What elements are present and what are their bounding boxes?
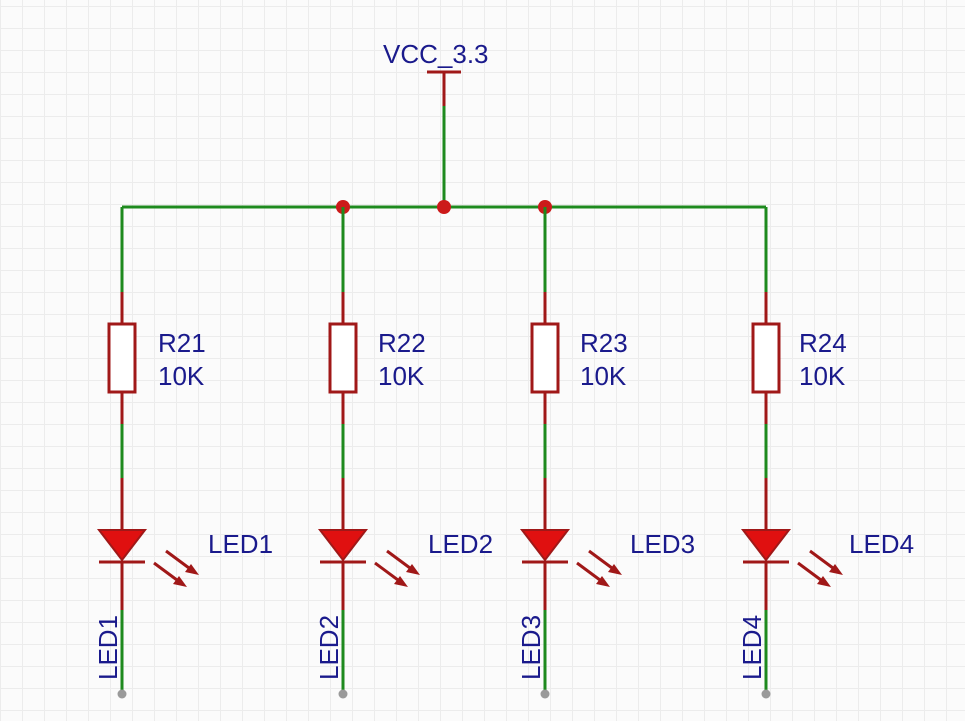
- net-endpoint: [338, 689, 348, 699]
- net-label: LED4: [737, 615, 767, 680]
- channel-3: R23 10K LED3 LED3: [516, 207, 695, 699]
- resistor-name: R23: [580, 328, 628, 358]
- resistor-value: 10K: [799, 361, 846, 391]
- resistor-value: 10K: [580, 361, 627, 391]
- light-emission-icon: [797, 549, 843, 587]
- net-endpoint: [117, 689, 127, 699]
- resistor-value: 10K: [378, 361, 425, 391]
- power-label: VCC_3.3: [383, 39, 489, 69]
- net-label: LED3: [516, 615, 546, 680]
- resistor-name: R21: [158, 328, 206, 358]
- resistor-value: 10K: [158, 361, 205, 391]
- resistor-r22: [328, 322, 358, 394]
- led-led2: [317, 529, 369, 562]
- led-name: LED2: [428, 529, 493, 559]
- net-endpoint: [761, 689, 771, 699]
- resistor-r24: [751, 322, 781, 394]
- led-name: LED4: [849, 529, 914, 559]
- channel-2: R22 10K LED2 LED2: [314, 207, 493, 699]
- led-name: LED1: [208, 529, 273, 559]
- resistor-name: R22: [378, 328, 426, 358]
- light-emission-icon: [576, 549, 622, 587]
- resistor-r21: [107, 322, 137, 394]
- light-emission-icon: [153, 549, 199, 587]
- channel-1: R21 10K LED1 LED1: [93, 207, 273, 699]
- channel-4: R24 10K LED4 LED4: [737, 207, 914, 699]
- net-label: LED2: [314, 615, 344, 680]
- light-emission-icon: [374, 549, 420, 587]
- led-led1: [96, 529, 148, 562]
- net-label: LED1: [93, 615, 123, 680]
- led-name: LED3: [630, 529, 695, 559]
- resistor-name: R24: [799, 328, 847, 358]
- led-led4: [740, 529, 792, 562]
- junction-dot: [437, 200, 451, 214]
- resistor-r23: [530, 322, 560, 394]
- led-led3: [519, 529, 571, 562]
- net-endpoint: [540, 689, 550, 699]
- power-symbol: VCC_3.3: [383, 39, 489, 207]
